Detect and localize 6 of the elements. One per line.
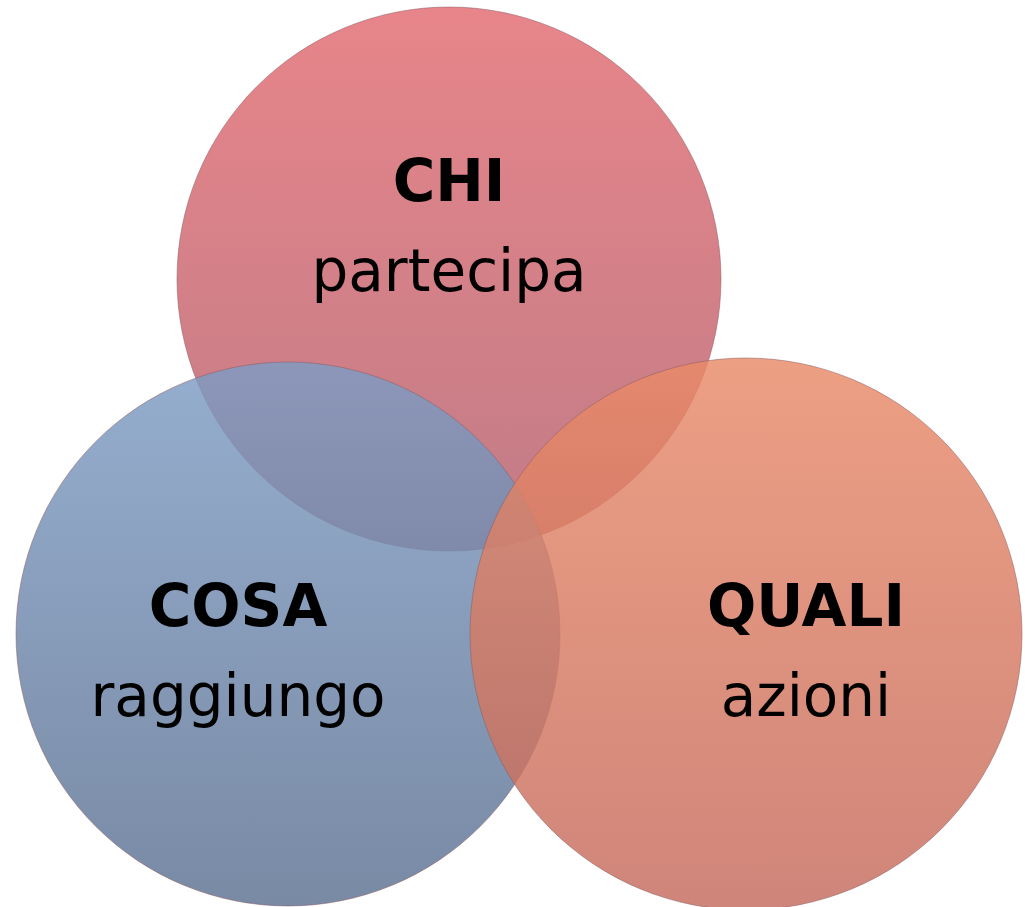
circle-heading: CHI xyxy=(391,150,507,214)
circle-label: raggiungo xyxy=(89,665,387,729)
circle-label: azioni xyxy=(719,665,893,729)
circle-heading: COSA xyxy=(147,575,329,639)
circle-heading: QUALI xyxy=(705,575,906,639)
circle-label: partecipa xyxy=(310,240,588,304)
